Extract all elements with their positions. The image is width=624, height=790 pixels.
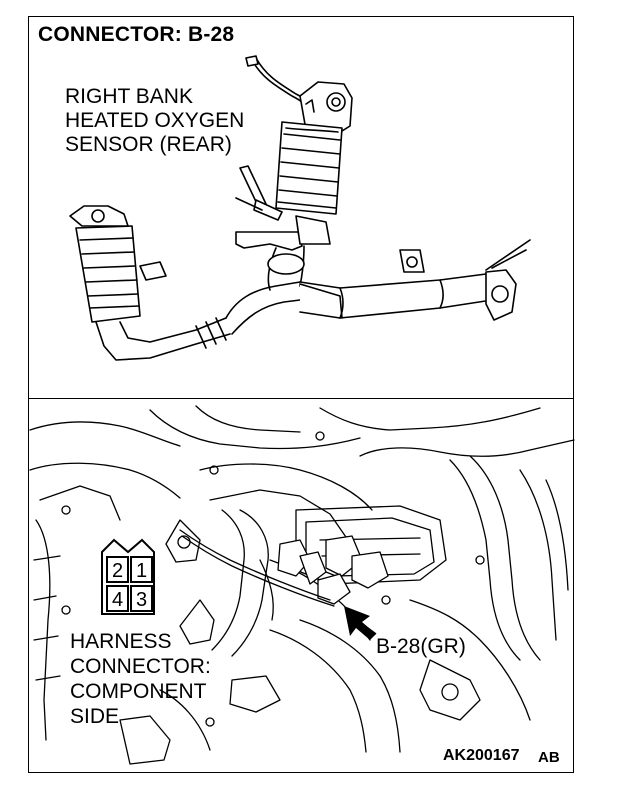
figure-code-suffix: AB: [538, 749, 560, 766]
figure-frame: [28, 16, 574, 773]
connector-face-icon: [101, 538, 155, 615]
harness-label-line: COMPONENT: [70, 680, 207, 703]
harness-label-line: CONNECTOR:: [70, 655, 211, 678]
connector-title: CONNECTOR: B-28: [38, 23, 235, 46]
sensor-label-line: HEATED OXYGEN: [65, 109, 245, 132]
harness-label-line: SIDE: [70, 705, 120, 728]
panel-divider: [28, 398, 574, 399]
exhaust-pipe-drawing: [69, 55, 531, 361]
connector-callout-label: B-28(GR): [376, 635, 466, 658]
pin-label: 4: [112, 589, 123, 611]
sensor-label-line: SENSOR (REAR): [65, 133, 232, 156]
engine-bay-drawing: [29, 405, 575, 765]
sensor-label-line: RIGHT BANK: [65, 85, 193, 108]
figure-code: AK200167: [443, 747, 520, 764]
callout-arrow-icon: [344, 606, 377, 640]
pin-label: 3: [136, 589, 147, 611]
harness-label-line: HARNESS: [70, 630, 172, 653]
pin-label: 2: [112, 560, 123, 582]
pin-label: 1: [136, 560, 147, 582]
